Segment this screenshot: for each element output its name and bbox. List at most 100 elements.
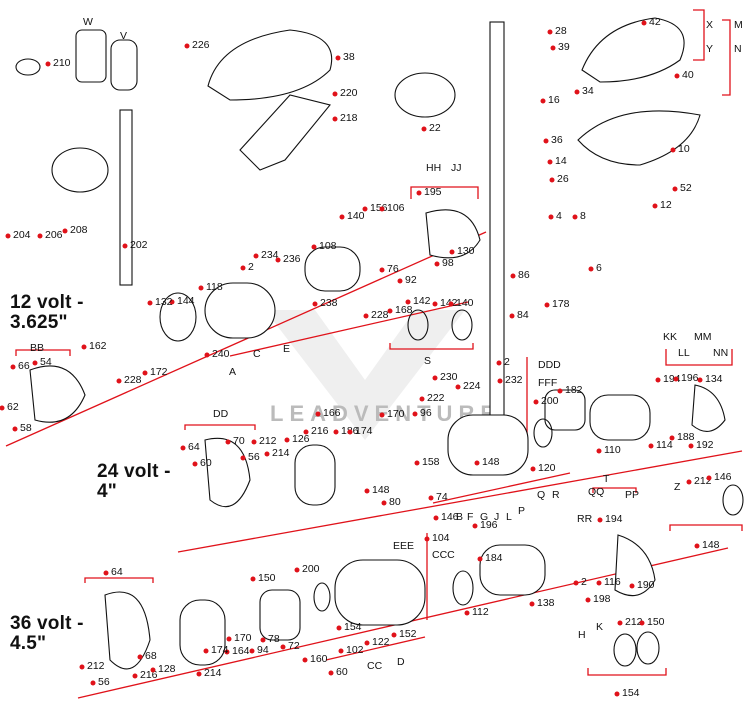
callout-dot-icon	[433, 515, 439, 521]
callout-dot-icon	[225, 439, 231, 445]
part-label: Z	[674, 481, 681, 493]
part-label: 164	[232, 645, 250, 657]
callout-dot-icon	[391, 632, 397, 638]
callout-dot-icon	[652, 203, 658, 209]
callout-dot-icon	[379, 412, 385, 418]
part-label: T	[603, 473, 610, 485]
part-label: 236	[283, 253, 301, 265]
part-label: 38	[343, 51, 355, 63]
callout-dot-icon	[472, 523, 478, 529]
part-label: 212	[87, 660, 105, 672]
part-label: 106	[387, 202, 405, 214]
callout-dot-icon	[147, 300, 153, 306]
callout-dot-icon	[387, 308, 393, 314]
part-label: 14	[555, 155, 567, 167]
part-label: 98	[442, 257, 454, 269]
part-label: 108	[319, 240, 337, 252]
callout-dot-icon	[434, 261, 440, 267]
callout-dot-icon	[540, 98, 546, 104]
part-label: 196	[480, 519, 498, 531]
callout-dot-icon	[706, 475, 712, 481]
part-label: 224	[463, 380, 481, 392]
part-label: A	[229, 366, 237, 378]
callout-dot-icon	[639, 620, 645, 626]
part-label: 148	[482, 456, 500, 468]
part-label: 228	[371, 309, 389, 321]
callout-dot-icon	[597, 517, 603, 523]
part-label: 214	[272, 447, 290, 459]
part-label: 200	[541, 395, 559, 407]
part-label: 122	[372, 636, 390, 648]
callout-dot-icon	[596, 580, 602, 586]
callout-dot-icon	[249, 648, 255, 654]
part-label: F	[467, 511, 474, 523]
part-label: 86	[518, 269, 530, 281]
callout-dot-icon	[448, 301, 454, 307]
callout-dot-icon	[432, 301, 438, 307]
part-label: 138	[537, 597, 555, 609]
part-label: 84	[517, 309, 529, 321]
heading-24-volt-line2: 4"	[97, 481, 117, 502]
part-label: E	[283, 343, 291, 355]
heading-36-volt-line2: 4.5"	[10, 633, 47, 654]
callout-dot-icon	[260, 637, 266, 643]
part-label: 174	[211, 644, 229, 656]
callout-dot-icon	[264, 451, 270, 457]
callout-dot-icon	[419, 396, 425, 402]
watermark-logo-icon	[265, 310, 465, 440]
part-label: 148	[702, 539, 720, 551]
callout-dot-icon	[0, 405, 5, 411]
callout-dot-icon	[81, 344, 87, 350]
part-label: 2	[581, 576, 587, 588]
part-label: 198	[593, 593, 611, 605]
callout-dot-icon	[303, 429, 309, 435]
callout-dot-icon	[339, 214, 345, 220]
part-label: 172	[150, 366, 168, 378]
part-label: PP	[625, 489, 640, 501]
part-label: 70	[233, 435, 245, 447]
callout-dot-icon	[412, 411, 418, 417]
callout-dot-icon	[617, 620, 623, 626]
callout-dot-icon	[464, 610, 470, 616]
part-label: 130	[457, 245, 475, 257]
callout-dot-icon	[673, 376, 679, 382]
part-label: 220	[340, 87, 358, 99]
callout-dot-icon	[547, 29, 553, 35]
part-label: 12	[660, 199, 672, 211]
part-label: 206	[45, 229, 63, 241]
part-label: 42	[649, 16, 661, 28]
part-label: 148	[372, 484, 390, 496]
part-label: 80	[389, 496, 401, 508]
part-label: QQ	[588, 486, 605, 498]
callout-dot-icon	[670, 147, 676, 153]
callout-dot-icon	[509, 313, 515, 319]
part-label: 160	[310, 653, 328, 665]
part-label: 230	[440, 371, 458, 383]
part-label: Q	[537, 489, 546, 501]
part-label: 118	[206, 281, 223, 293]
part-label: 196	[681, 372, 699, 384]
callout-dot-icon	[405, 299, 411, 305]
part-label: 188	[677, 431, 695, 443]
part-label: W	[83, 16, 93, 28]
part-label: Y	[706, 43, 714, 55]
part-label: 212	[259, 435, 277, 447]
part-label: L	[506, 511, 512, 523]
callout-dot-icon	[686, 479, 692, 485]
callout-dot-icon	[311, 244, 317, 250]
callout-dot-icon	[455, 384, 461, 390]
part-label: 228	[124, 374, 142, 386]
part-label: X	[706, 19, 714, 31]
callout-dot-icon	[474, 460, 480, 466]
part-label: NN	[713, 347, 729, 359]
callout-dot-icon	[37, 233, 43, 239]
callout-dot-icon	[557, 388, 563, 394]
callout-dot-icon	[312, 301, 318, 307]
heading-12-volt-line2: 3.625"	[10, 312, 68, 333]
callout-dot-icon	[203, 648, 209, 654]
part-label: R	[552, 489, 560, 501]
part-label: 64	[188, 441, 200, 453]
part-label: 36	[551, 134, 563, 146]
